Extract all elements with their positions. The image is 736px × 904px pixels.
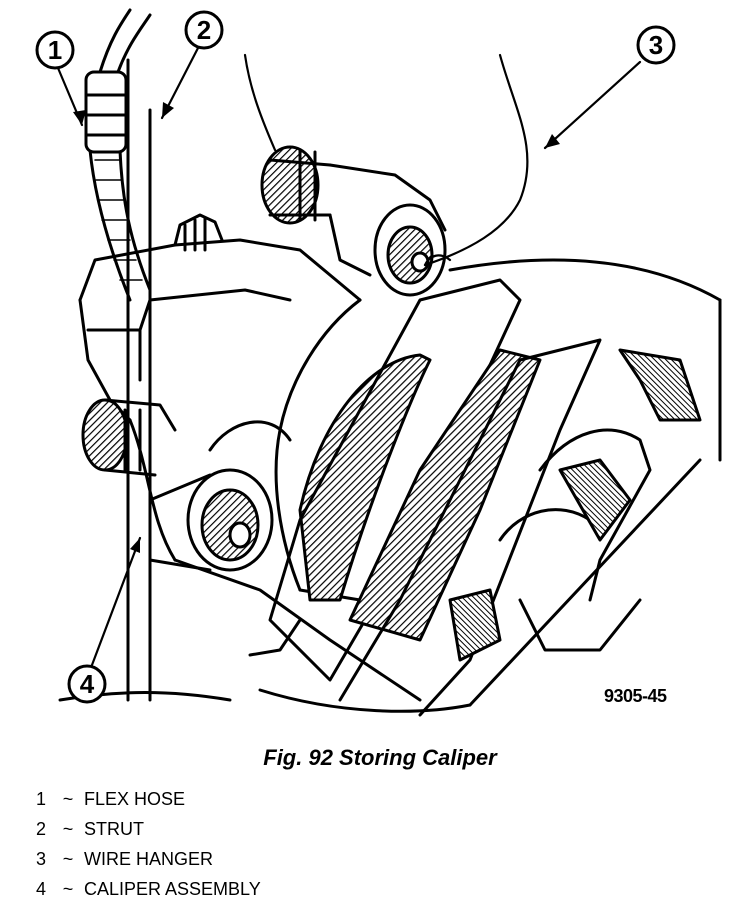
arrowhead-2 [162,102,174,118]
lower-guide-pin [81,398,274,572]
brake-pad-outer [338,338,602,717]
legend-number: 1 [36,789,47,809]
legend-item: 2 ~ STRUT [36,814,261,844]
callout-number-4: 4 [80,669,95,699]
callout-circle-2: 2 [184,10,224,50]
figure-code: 9305-45 [604,686,667,706]
caliper-assembly [78,213,422,702]
leader-4 [90,536,142,667]
legend-number: 4 [36,879,47,899]
legend-separator: ~ [62,789,74,809]
legend-separator: ~ [62,879,74,899]
callout-number-1: 1 [48,35,62,65]
callout-circle-3: 3 [636,25,676,65]
legend-item: 1 ~ FLEX HOSE [36,784,261,814]
arrowhead-3 [545,134,560,148]
leader-3 [543,60,642,150]
brake-rotor [258,258,722,713]
legend-label: WIRE HANGER [84,849,214,869]
callout-circle-4: 4 [67,664,107,704]
legend-number: 2 [36,819,47,839]
arrowhead-1 [73,110,86,125]
callout-number-3: 3 [649,30,663,60]
caliper-illustration: 1 2 3 4 [35,8,722,717]
upper-guide-pin [260,145,447,297]
legend-separator: ~ [62,849,74,869]
legend-separator: ~ [62,819,74,839]
callout-number-2: 2 [197,15,211,45]
legend-label: CALIPER ASSEMBLY [84,879,261,899]
brake-pad-inner [248,278,522,682]
figure-caption: Fig. 92 Storing Caliper [263,745,497,770]
legend-label: FLEX HOSE [84,789,186,809]
legend-item: 4 ~ CALIPER ASSEMBLY [36,874,261,904]
callout-circle-1: 1 [35,30,75,70]
wire-hanger [243,53,529,267]
anti-rattle-clip [448,348,702,662]
flex-hose [84,8,152,302]
legend-label: STRUT [84,819,144,839]
legend: 1 ~ FLEX HOSE 2 ~ STRUT 3 ~ WIRE HANGER 4 ~ CALI… [36,784,261,904]
arrowhead-4 [130,538,140,553]
strut [58,58,232,702]
legend-item: 3 ~ WIRE HANGER [36,844,261,874]
legend-number: 3 [36,849,47,869]
